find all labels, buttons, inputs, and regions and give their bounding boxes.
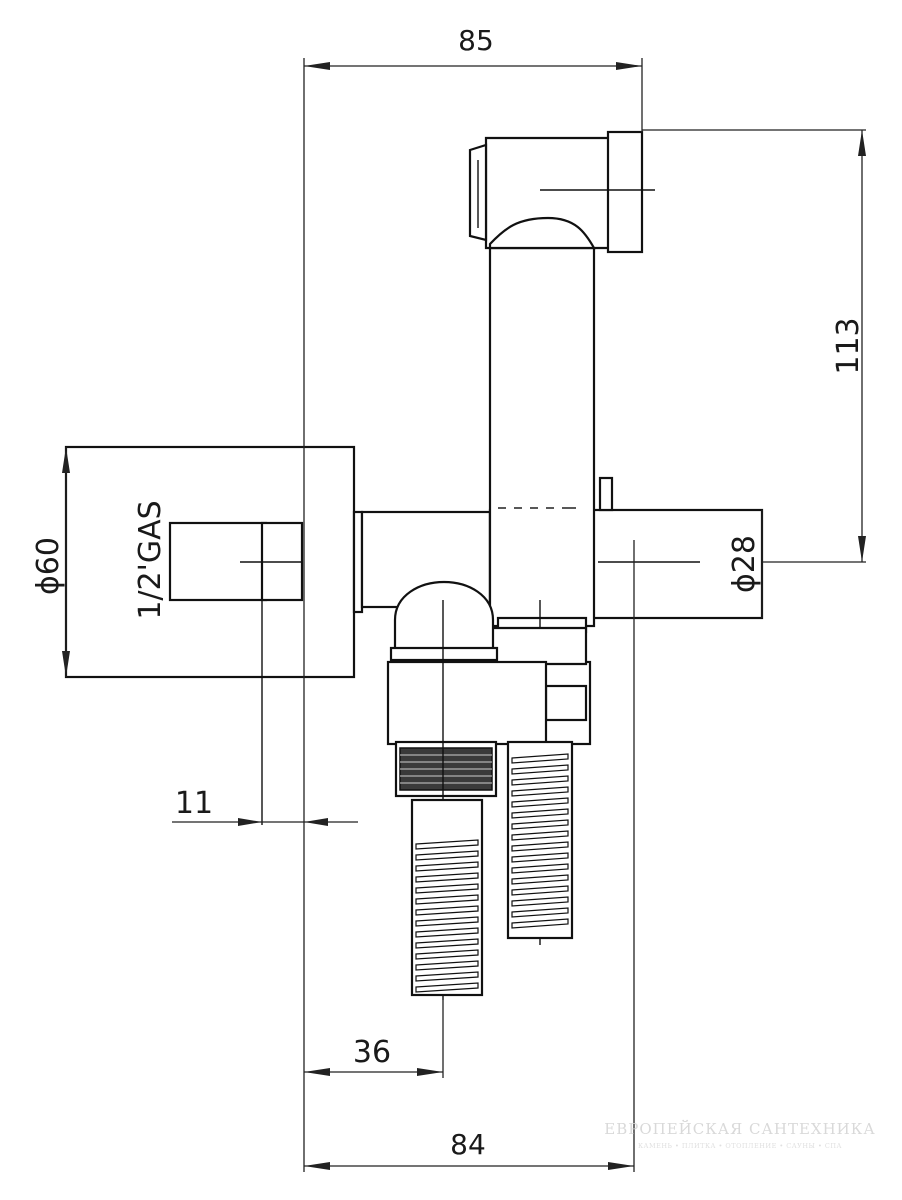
hose-coil (415, 938, 479, 949)
hose-coil (415, 883, 479, 894)
hose-coil (415, 971, 479, 982)
dimension-body-label: ϕ28 (727, 535, 762, 593)
hose-coil (511, 830, 569, 841)
dimension-outlet-label: 36 (353, 1035, 391, 1070)
knurled-grip (399, 747, 493, 791)
hose-coil (415, 949, 479, 960)
hose-coil (415, 927, 479, 938)
watermark: ЕВРОПЕЙСКАЯ САНТЕХНИКА КАМЕНЬ • ПЛИТКА •… (604, 1119, 876, 1150)
hand-shower-handle (488, 238, 596, 945)
dimension-bottom-label: 84 (450, 1128, 486, 1161)
hose-coil (511, 797, 569, 808)
watermark-subtitle: КАМЕНЬ • ПЛИТКА • ОТОПЛЕНИЕ • САУНЫ • СП… (638, 1142, 842, 1150)
hose-coil (511, 753, 569, 764)
dimension-bottom: 84 (304, 540, 635, 1172)
dimension-flange-label: ϕ60 (31, 537, 66, 595)
hose-coil (415, 839, 479, 850)
hose-coil (415, 850, 479, 861)
dimension-outlet: 36 (304, 1000, 444, 1078)
hose-coil (415, 872, 479, 883)
dimension-top: 85 (303, 24, 643, 1172)
wall-flange (64, 445, 364, 825)
hose-coil (511, 819, 569, 830)
hose-coil (511, 852, 569, 863)
shower-head (468, 130, 655, 254)
dimension-flange: ϕ60 1/2'GAS (31, 447, 168, 677)
hose-coil (511, 874, 569, 885)
hose-coil (511, 808, 569, 819)
dimension-body: ϕ28 (727, 510, 763, 618)
thread-label: 1/2'GAS (133, 500, 168, 619)
hose-coil (511, 863, 569, 874)
hose-coil (415, 894, 479, 905)
hose-coil (511, 775, 569, 786)
dimension-wall-offset: 11 (172, 786, 358, 826)
dimension-wall-offset-label: 11 (175, 786, 213, 821)
hose-coil (511, 896, 569, 907)
hose-coil (511, 907, 569, 918)
watermark-title: ЕВРОПЕЙСКАЯ САНТЕХНИКА (604, 1119, 876, 1138)
hose-coil (511, 918, 569, 929)
hose-coil (415, 982, 479, 993)
supply-nut (386, 580, 548, 1000)
hose-left (410, 798, 484, 997)
hose-coil (511, 764, 569, 775)
hose-coil (415, 905, 479, 916)
hose-coil (511, 885, 569, 896)
hose-right (506, 740, 574, 940)
hose-coil (511, 841, 569, 852)
dimension-height-label: 113 (831, 317, 866, 374)
dimension-height: 113 (642, 129, 866, 563)
hose-coil (415, 861, 479, 872)
hose-coil (511, 786, 569, 797)
hose-coil (415, 960, 479, 971)
hose-coil (415, 916, 479, 927)
dimension-top-label: 85 (458, 24, 494, 57)
